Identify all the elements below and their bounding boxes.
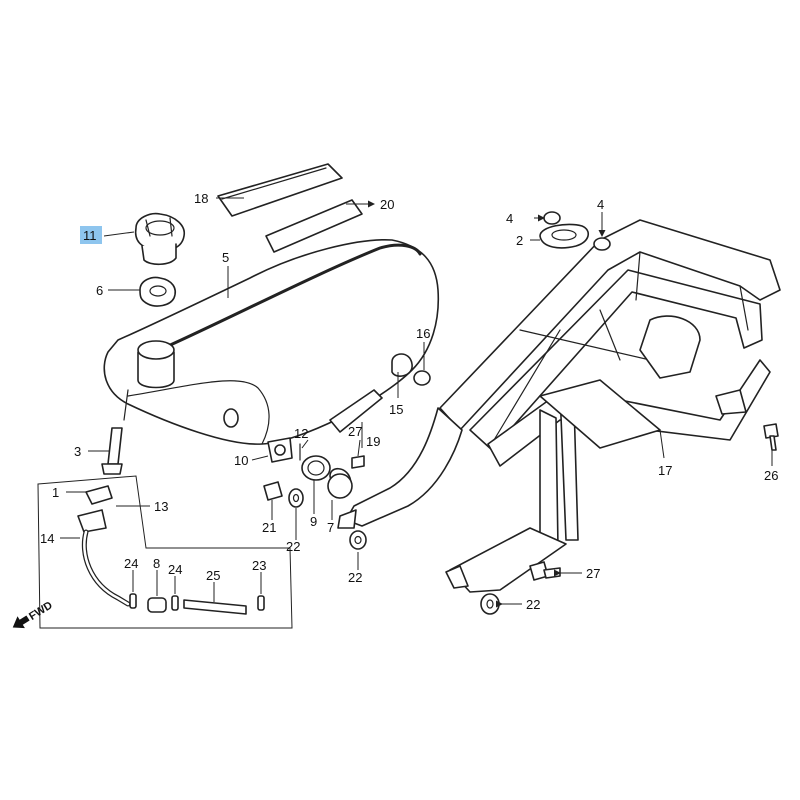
fuel-line-assembly — [37, 475, 293, 629]
label-10: 10 — [234, 453, 248, 468]
label-16: 16 — [416, 326, 430, 341]
fuel-tank — [103, 239, 440, 445]
grommet-2 — [539, 223, 589, 249]
label-4a: 4 — [506, 211, 513, 226]
label-22c: 22 — [526, 597, 540, 612]
label-6: 6 — [96, 283, 103, 298]
label-13: 13 — [154, 499, 168, 514]
bolt-26 — [763, 423, 779, 451]
cap-gasket — [139, 276, 176, 307]
label-23: 23 — [252, 558, 266, 573]
label-24a: 24 — [124, 556, 138, 571]
label-17: 17 — [658, 463, 672, 478]
label-1: 1 — [52, 485, 59, 500]
label-11: 11 — [83, 228, 97, 243]
washer-22b — [349, 530, 367, 550]
fuel-gauge — [301, 455, 365, 499]
label-22a: 22 — [286, 539, 300, 554]
bolt-3 — [101, 427, 123, 475]
frame — [337, 219, 781, 593]
label-4b: 4 — [597, 197, 604, 212]
washer-22a — [288, 488, 304, 508]
fuel-valve — [267, 437, 301, 463]
bracket-19 — [329, 389, 383, 433]
label-21: 21 — [262, 520, 276, 535]
label-22b: 22 — [348, 570, 362, 585]
label-14: 14 — [40, 531, 54, 546]
grommet-15 — [391, 353, 431, 386]
label-19: 19 — [366, 434, 380, 449]
cap-4b — [593, 237, 611, 251]
label-18: 18 — [194, 191, 208, 206]
leader-lines — [60, 197, 773, 608]
label-8: 8 — [153, 556, 160, 571]
label-3: 3 — [74, 444, 81, 459]
label-26: 26 — [764, 468, 778, 483]
label-25: 25 — [206, 568, 220, 583]
label-7: 7 — [327, 520, 334, 535]
decal-20 — [265, 199, 363, 253]
fwd-label: FWD — [27, 599, 55, 622]
decal-18 — [217, 163, 343, 217]
label-2: 2 — [516, 233, 523, 248]
highlight-11 — [80, 226, 102, 244]
bolt-27 — [529, 561, 561, 581]
label-5: 5 — [222, 250, 229, 265]
cap-4a — [543, 211, 561, 225]
label-12: 12 — [294, 426, 308, 441]
fuel-cap — [134, 212, 185, 266]
label-15: 15 — [389, 402, 403, 417]
nut-21 — [263, 481, 283, 501]
label-20: 20 — [380, 197, 394, 212]
washer-22c — [480, 593, 500, 615]
label-27b: 27 — [586, 566, 600, 581]
label-24b: 24 — [168, 562, 182, 577]
label-9: 9 — [310, 514, 317, 529]
label-27a: 27 — [348, 424, 362, 439]
callout-labels: 11 6 18 20 5 3 1 13 14 24 8 24 25 23 10 … — [40, 191, 778, 612]
